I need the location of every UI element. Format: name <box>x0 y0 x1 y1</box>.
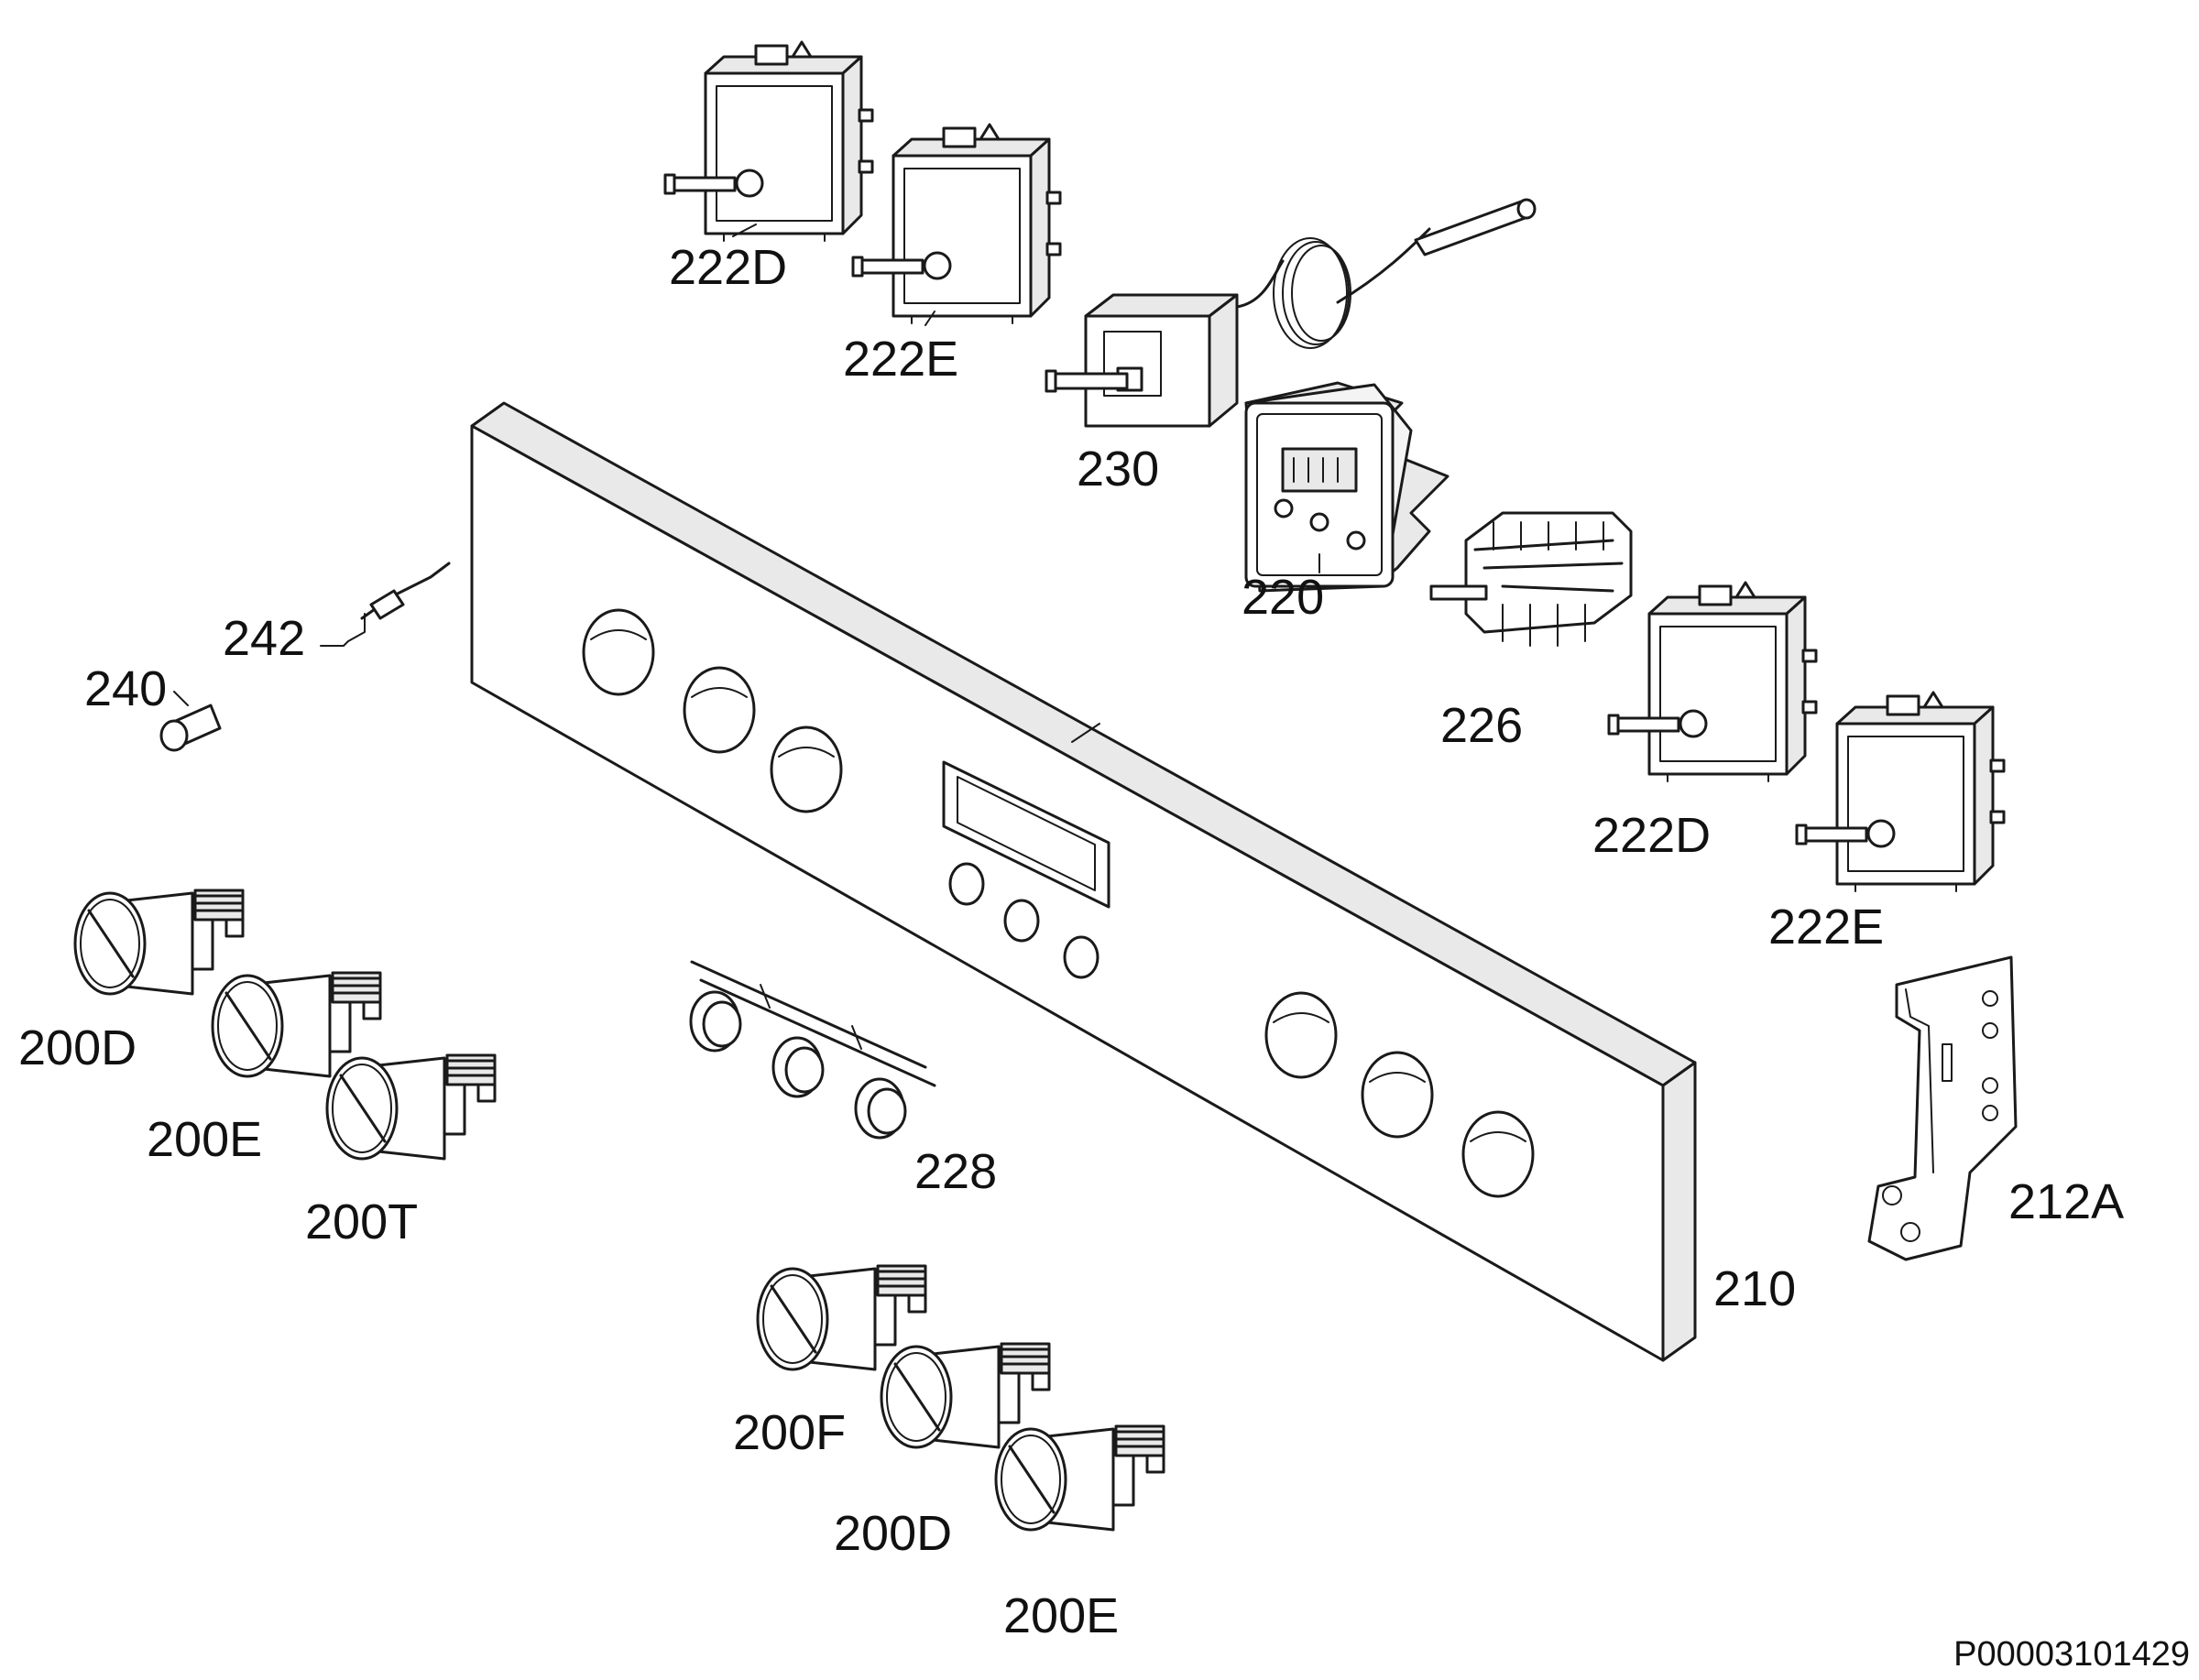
label-226: 226 <box>1440 698 1523 753</box>
label-200e-left: 200E <box>147 1112 262 1167</box>
label-200e-bottom: 200E <box>1003 1588 1119 1643</box>
label-200t-left: 200T <box>305 1195 418 1249</box>
label-212a: 212A <box>2008 1174 2124 1229</box>
energy-regulator-222d-right <box>1607 581 1818 783</box>
thermostat-230 <box>1045 198 1537 428</box>
control-panel-210 <box>470 401 1697 1362</box>
selector-switch-226 <box>1429 511 1633 647</box>
label-210: 210 <box>1713 1261 1796 1316</box>
lamp-holder-242 <box>347 562 451 642</box>
label-228: 228 <box>914 1144 997 1199</box>
document-code: P00003101429 <box>1953 1635 2190 1674</box>
label-222d-right: 222D <box>1592 808 1711 863</box>
energy-regulator-222e-top <box>851 123 1062 325</box>
knob-hole-2 <box>683 666 756 754</box>
mounting-bracket-212a <box>1867 955 2018 1261</box>
energy-regulator-222e-right <box>1795 691 2006 893</box>
label-242: 242 <box>223 611 305 666</box>
control-knob-200t-left <box>325 1053 497 1161</box>
label-240: 240 <box>84 661 167 716</box>
control-knob-200d-left <box>73 889 245 996</box>
timer-display-220 <box>1244 381 1450 593</box>
label-230: 230 <box>1077 442 1159 496</box>
knob-hole-4 <box>1264 991 1338 1079</box>
knob-hole-3 <box>770 725 843 813</box>
label-222e-top: 222E <box>843 332 958 387</box>
label-200d-left: 200D <box>18 1020 137 1075</box>
label-200d-bottom: 200D <box>834 1506 952 1561</box>
lamp-lens-240 <box>159 704 222 752</box>
knob-hole-6 <box>1461 1110 1535 1198</box>
energy-regulator-222d-top <box>663 40 874 243</box>
label-220: 220 <box>1242 570 1324 625</box>
label-222d-top: 222D <box>669 240 787 295</box>
label-200f-bottom: 200F <box>733 1405 846 1460</box>
control-knob-200e-bottom <box>994 1424 1165 1532</box>
knob-hole-5 <box>1361 1051 1434 1139</box>
label-222e-right: 222E <box>1768 900 1884 955</box>
knob-hole-1 <box>582 608 655 696</box>
push-button-assembly-228 <box>689 960 936 1140</box>
